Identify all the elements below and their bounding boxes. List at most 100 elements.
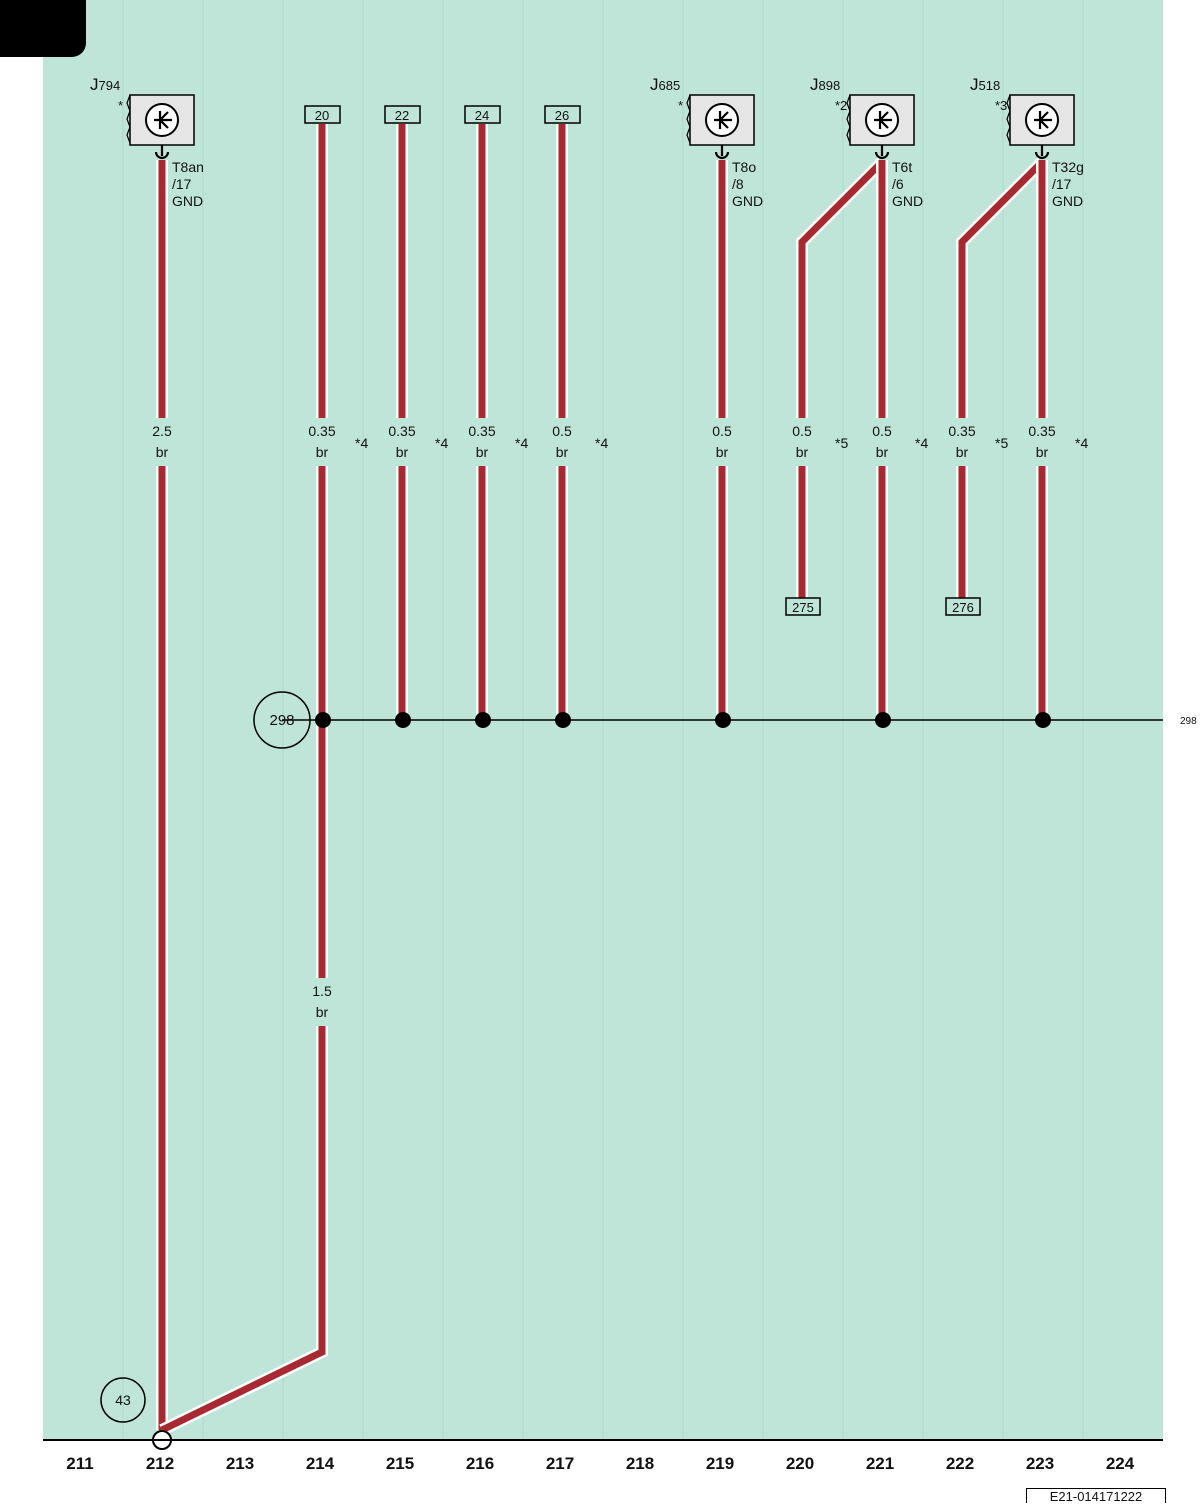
wire-size: 0.35	[1028, 423, 1055, 439]
wire-note: *4	[915, 435, 928, 451]
component-J794[interactable]: J794 * T8an /17 GND	[90, 75, 204, 209]
wire-214-lower[interactable]	[159, 1026, 328, 1436]
component-label: J518	[970, 75, 1000, 94]
wire-color: br	[316, 444, 329, 460]
wire-size: 0.5	[872, 423, 892, 439]
connector-box-22[interactable]: 22	[384, 105, 421, 124]
wire-220[interactable]	[796, 157, 887, 598]
wire-note: *4	[515, 435, 528, 451]
component-note: *3	[995, 98, 1007, 113]
wire-color: br	[1036, 444, 1049, 460]
wire-222[interactable]	[956, 157, 1047, 598]
connector-label: 20	[315, 108, 329, 123]
splice-dot	[875, 712, 891, 728]
component-label: J898	[810, 75, 840, 94]
column-number: 217	[546, 1454, 574, 1473]
component-J518[interactable]: J518 *3 T32g /17 GND	[970, 75, 1084, 209]
splice-dots	[315, 712, 1051, 728]
wire-note: *4	[595, 435, 608, 451]
connector-box-26[interactable]: 26	[544, 105, 581, 124]
pin-number: /8	[732, 176, 744, 192]
connector-box-275[interactable]: 275	[785, 597, 821, 616]
wire-size: 2.5	[152, 423, 172, 439]
bus-continuation-label: 298	[1180, 716, 1197, 727]
wire-size: 0.35	[388, 423, 415, 439]
connector-box-276[interactable]: 276	[945, 597, 981, 616]
pin-name: T6t	[892, 159, 912, 175]
column-number: 219	[706, 1454, 734, 1473]
wire-size: 0.5	[552, 423, 572, 439]
column-number: 218	[626, 1454, 654, 1473]
wire-color: br	[156, 444, 169, 460]
column-number: 215	[386, 1454, 414, 1473]
wire-color: br	[476, 444, 489, 460]
ground-point-label: 298	[269, 712, 294, 729]
pin-function: GND	[892, 193, 923, 209]
wire-note: *4	[1075, 435, 1088, 451]
wire-note: *4	[435, 435, 448, 451]
connector-box-20[interactable]: 20	[304, 105, 341, 124]
splice-dot	[1035, 712, 1051, 728]
connector-label: 22	[395, 108, 409, 123]
column-number: 222	[946, 1454, 974, 1473]
splice-dot	[715, 712, 731, 728]
wire-size: 0.5	[712, 423, 732, 439]
wire-color: br	[716, 444, 729, 460]
component-J685[interactable]: J685 * T8o /8 GND	[650, 75, 763, 209]
document-id: E21-014171222	[1026, 1488, 1166, 1504]
pin-name: T8an	[172, 159, 204, 175]
column-number: 213	[226, 1454, 254, 1473]
wire-note: *5	[835, 435, 848, 451]
connector-label: 275	[792, 600, 814, 615]
wire-color: br	[796, 444, 809, 460]
column-number: 220	[786, 1454, 814, 1473]
component-note: *2	[835, 98, 847, 113]
splice-dot	[315, 712, 331, 728]
connector-box-24[interactable]: 24	[464, 105, 501, 124]
ground-point-label: 43	[115, 1392, 131, 1408]
wire-size: 0.5	[792, 423, 812, 439]
wire-color: br	[956, 444, 969, 460]
column-number: 223	[1026, 1454, 1054, 1473]
column-number: 211	[66, 1454, 93, 1473]
pin-function: GND	[732, 193, 763, 209]
wire-labels: 2.5 br 0.35 br *4 0.35 br *4 0.35 br *4 …	[152, 423, 1088, 1020]
wire-note: *4	[355, 435, 368, 451]
splice-dot	[395, 712, 411, 728]
wire-size: 1.5	[312, 983, 332, 999]
column-number: 224	[1106, 1454, 1135, 1473]
wire-color: br	[556, 444, 569, 460]
wire-layer	[156, 124, 1048, 1436]
component-note: *	[118, 98, 123, 113]
splice-dot	[555, 712, 571, 728]
column-number: 216	[466, 1454, 494, 1473]
wire-color: br	[876, 444, 889, 460]
column-number: 221	[866, 1454, 894, 1473]
column-number: 214	[306, 1454, 335, 1473]
wire-color: br	[316, 1004, 329, 1020]
column-number: 212	[146, 1454, 174, 1473]
wire-size: 0.35	[948, 423, 975, 439]
page-corner-tab	[0, 0, 86, 57]
pin-function: GND	[172, 193, 203, 209]
component-label: J794	[90, 75, 120, 94]
pin-number: /17	[1052, 176, 1072, 192]
pin-name: T8o	[732, 159, 756, 175]
ground-point-43[interactable]: 43	[100, 1377, 146, 1423]
wire-size: 0.35	[468, 423, 495, 439]
pin-function: GND	[1052, 193, 1083, 209]
component-label: J685	[650, 75, 680, 94]
connector-label: 24	[475, 108, 489, 123]
pin-number: /17	[172, 176, 192, 192]
wire-size: 0.35	[308, 423, 335, 439]
connector-label: 276	[952, 600, 974, 615]
wire-note: *5	[995, 435, 1008, 451]
component-note: *	[678, 98, 683, 113]
ground-point-298[interactable]: 298	[253, 691, 311, 749]
pin-name: T32g	[1052, 159, 1084, 175]
pin-number: /6	[892, 176, 904, 192]
column-numbers: 211 212 213 214 215 216 217 218 219 220 …	[66, 1454, 1134, 1473]
component-J898[interactable]: J898 *2 T6t /6 GND	[810, 75, 923, 209]
wire-color: br	[396, 444, 409, 460]
